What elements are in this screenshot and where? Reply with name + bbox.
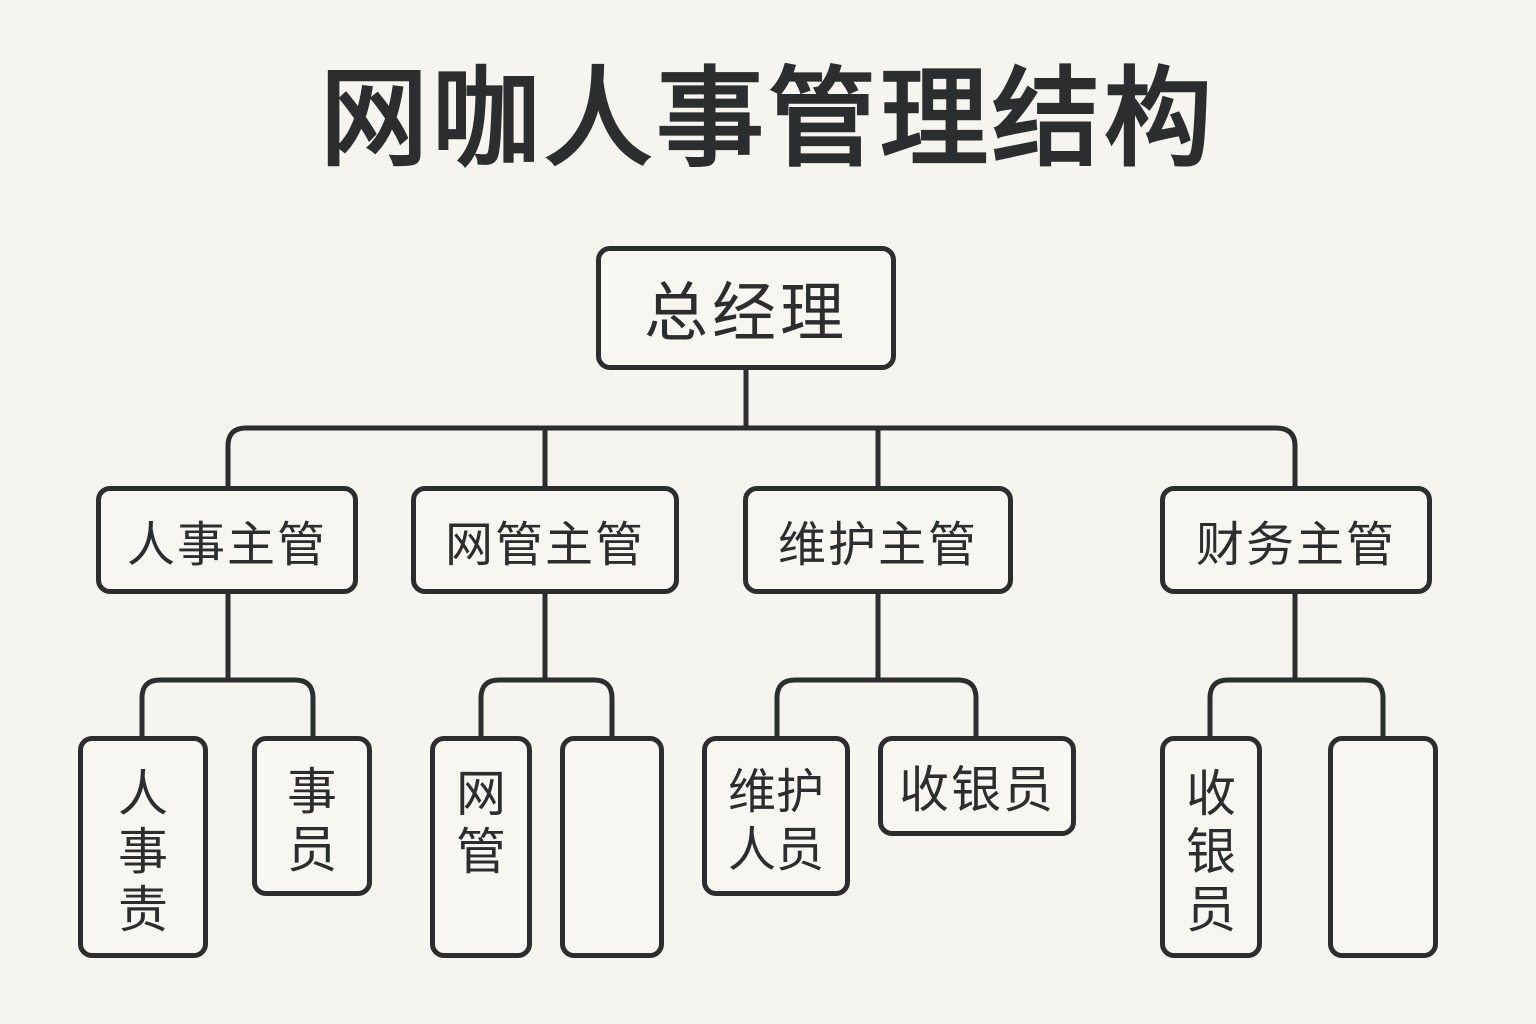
node-empty-finance-staff bbox=[1328, 736, 1438, 958]
node-cashier-finance: 收银员 bbox=[1160, 736, 1262, 958]
node-finance-supervisor: 财务主管 bbox=[1160, 486, 1432, 594]
node-label: 网管 bbox=[456, 765, 506, 881]
node-label: 事员 bbox=[287, 763, 337, 879]
node-label: 网管主管 bbox=[444, 517, 645, 573]
connector-group-2 bbox=[478, 677, 615, 741]
node-label: 收银员 bbox=[1186, 765, 1236, 939]
node-label: 收银员 bbox=[899, 761, 1055, 819]
node-maintenance-supervisor: 维护主管 bbox=[743, 486, 1013, 594]
node-hr-supervisor: 人事主管 bbox=[96, 486, 358, 594]
connector-group-3 bbox=[774, 677, 979, 741]
connector-group-4 bbox=[1207, 677, 1386, 741]
node-empty-network-staff bbox=[560, 736, 664, 958]
node-hr-staff: 人事责 bbox=[78, 736, 208, 958]
node-maintenance-staff: 维护人员 bbox=[702, 736, 850, 896]
diagram-title: 网咖人事管理结构 bbox=[319, 57, 1216, 182]
node-cashier-maintenance: 收银员 bbox=[878, 736, 1076, 836]
node-clerk: 事员 bbox=[252, 736, 372, 896]
node-label: 财务主管 bbox=[1195, 517, 1396, 573]
node-label: 总经理 bbox=[644, 277, 848, 351]
node-label: 维护人员 bbox=[728, 764, 825, 878]
node-label: 人事主管 bbox=[126, 517, 327, 573]
node-label: 人事责 bbox=[118, 765, 168, 939]
node-network-admin: 网管 bbox=[430, 736, 532, 958]
node-general-manager: 总经理 bbox=[596, 246, 896, 370]
connector-group-1 bbox=[139, 677, 316, 741]
node-network-supervisor: 网管主管 bbox=[411, 486, 679, 594]
node-label: 维护主管 bbox=[777, 517, 978, 573]
connector-bus bbox=[225, 425, 1298, 489]
